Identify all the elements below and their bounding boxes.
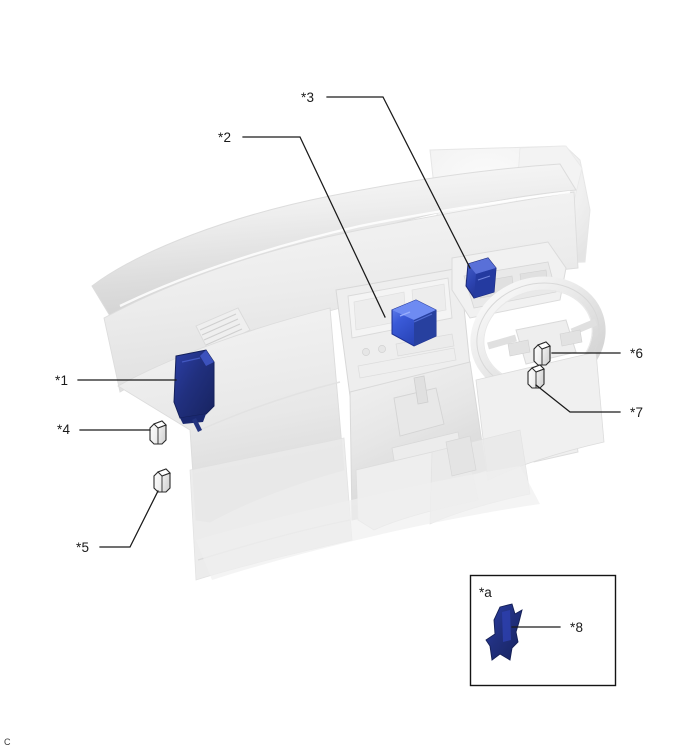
callout-label-8: *8 (570, 620, 584, 635)
inset-detail-label: *a (479, 585, 492, 600)
lower-left-crease (199, 381, 341, 431)
part-7-clip (527, 364, 545, 389)
callout-label-2: *2 (218, 130, 232, 145)
leader-line-3 (326, 96, 471, 269)
callout-label-4: *4 (57, 422, 71, 437)
part-4-clip (149, 420, 167, 445)
dash-highlight (119, 190, 571, 308)
callout-label-5: *5 (76, 540, 90, 555)
pedal (445, 435, 477, 477)
part-3-connector (465, 257, 497, 299)
callout-label-6: *6 (630, 346, 644, 361)
page-mark: C (4, 737, 11, 747)
callout-label-7: *7 (630, 405, 644, 420)
callout-label-3: *3 (301, 90, 315, 105)
dashboard-illustration (91, 145, 606, 581)
leader-line-7 (535, 384, 621, 413)
leader-line-5 (99, 490, 159, 548)
part-2-connector (391, 299, 437, 347)
part-8-bracket (485, 603, 523, 661)
left-air-vent (195, 307, 251, 351)
leader-lines (77, 96, 621, 628)
part-6-clip (533, 341, 551, 366)
lower-shadow (196, 466, 540, 580)
part-1-connector (173, 349, 215, 432)
part-5-clip (153, 468, 171, 493)
leader-line-2 (242, 136, 386, 318)
callout-label-1: *1 (55, 373, 69, 388)
shifter-lever (413, 375, 429, 405)
inset-detail-box (469, 574, 617, 687)
